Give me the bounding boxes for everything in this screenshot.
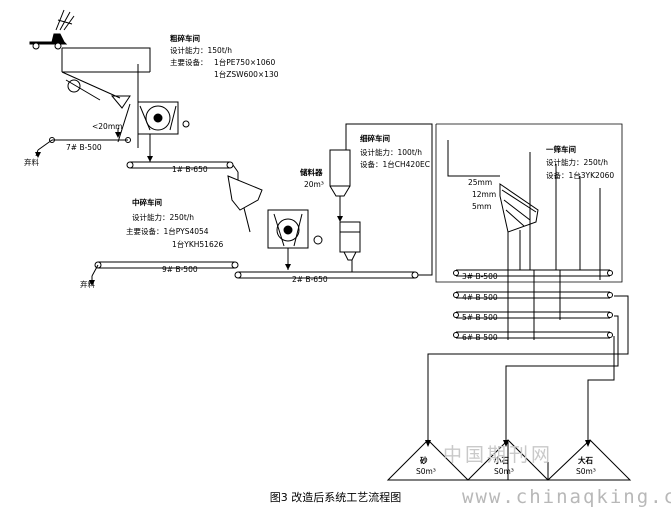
medium-eq2: 1台YKH51626 — [172, 240, 224, 249]
coarse-equipment: 主要设备： — [170, 58, 208, 67]
screen-size-5: 5mm — [472, 202, 492, 211]
watermark-cn: 中国期刊网 — [443, 444, 554, 466]
fine-capacity: 设计能力：100t/h — [360, 148, 423, 157]
pile-large-name: 大石 — [578, 456, 593, 465]
pile-sand-size: S0m³ — [416, 467, 436, 476]
figure-caption: 图3 改造后系统工艺流程图 — [269, 491, 402, 504]
screen-equipment: 设备：1台3YK2060 — [546, 171, 615, 180]
medium-equipment: 主要设备：1台PYS4054 — [126, 227, 209, 236]
fine-crusher-icon — [339, 221, 361, 272]
fine-title: 细碎车间 — [360, 134, 390, 143]
screen-size-12: 12mm — [472, 190, 497, 199]
lt20-label: <20mm — [92, 122, 123, 131]
screen-size-25: 25mm — [468, 178, 493, 187]
vibrating-screen-icon — [499, 183, 539, 270]
jaw-crusher-icon — [137, 101, 190, 135]
bin-volume: 20m³ — [304, 180, 324, 189]
feeder-icon — [61, 47, 151, 109]
watermark-url: www.chinaqking.com — [462, 486, 671, 508]
waste-1: 弃料 — [24, 158, 39, 167]
belt-4: 4# B-500 — [462, 293, 498, 302]
belt-7: 7# B-500 — [66, 143, 102, 152]
screen-title: 一筛车间 — [546, 145, 576, 154]
cone-crusher-icon — [267, 209, 323, 249]
belt-6: 6# B-500 — [462, 333, 498, 342]
fine-equipment: 设备：1台CH420EC — [360, 160, 430, 169]
belt-3: 3# B-500 — [462, 272, 498, 281]
coarse-title: 粗碎车间 — [170, 34, 200, 43]
medium-capacity: 设计能力：250t/h — [132, 213, 195, 222]
pile-small-name: 小石 — [494, 456, 509, 465]
pile-small-size: S0m³ — [494, 467, 514, 476]
stockpiles — [386, 439, 632, 481]
medium-title: 中碎车间 — [132, 198, 162, 207]
bin-label: 储料器 — [300, 168, 323, 177]
belt-1: 1# B-650 — [172, 165, 208, 174]
pile-large-size: S0m³ — [576, 467, 596, 476]
belt-5: 5# B-500 — [462, 313, 498, 322]
waste-2: 弃料 — [80, 280, 95, 289]
belt-2: 2# B-650 — [292, 275, 328, 284]
coarse-eq1: 1台PE750×1060 — [214, 58, 276, 67]
screen-capacity: 设计能力：250t/h — [546, 158, 609, 167]
pile-sand-name: 砂 — [420, 456, 428, 465]
storage-bin-icon — [329, 149, 351, 220]
belt-9: 9# B-500 — [162, 265, 198, 274]
coarse-eq2: 1台ZSW600×130 — [214, 70, 279, 79]
coarse-capacity: 设计能力：150t/h — [170, 46, 233, 55]
truck-icon — [29, 9, 75, 50]
